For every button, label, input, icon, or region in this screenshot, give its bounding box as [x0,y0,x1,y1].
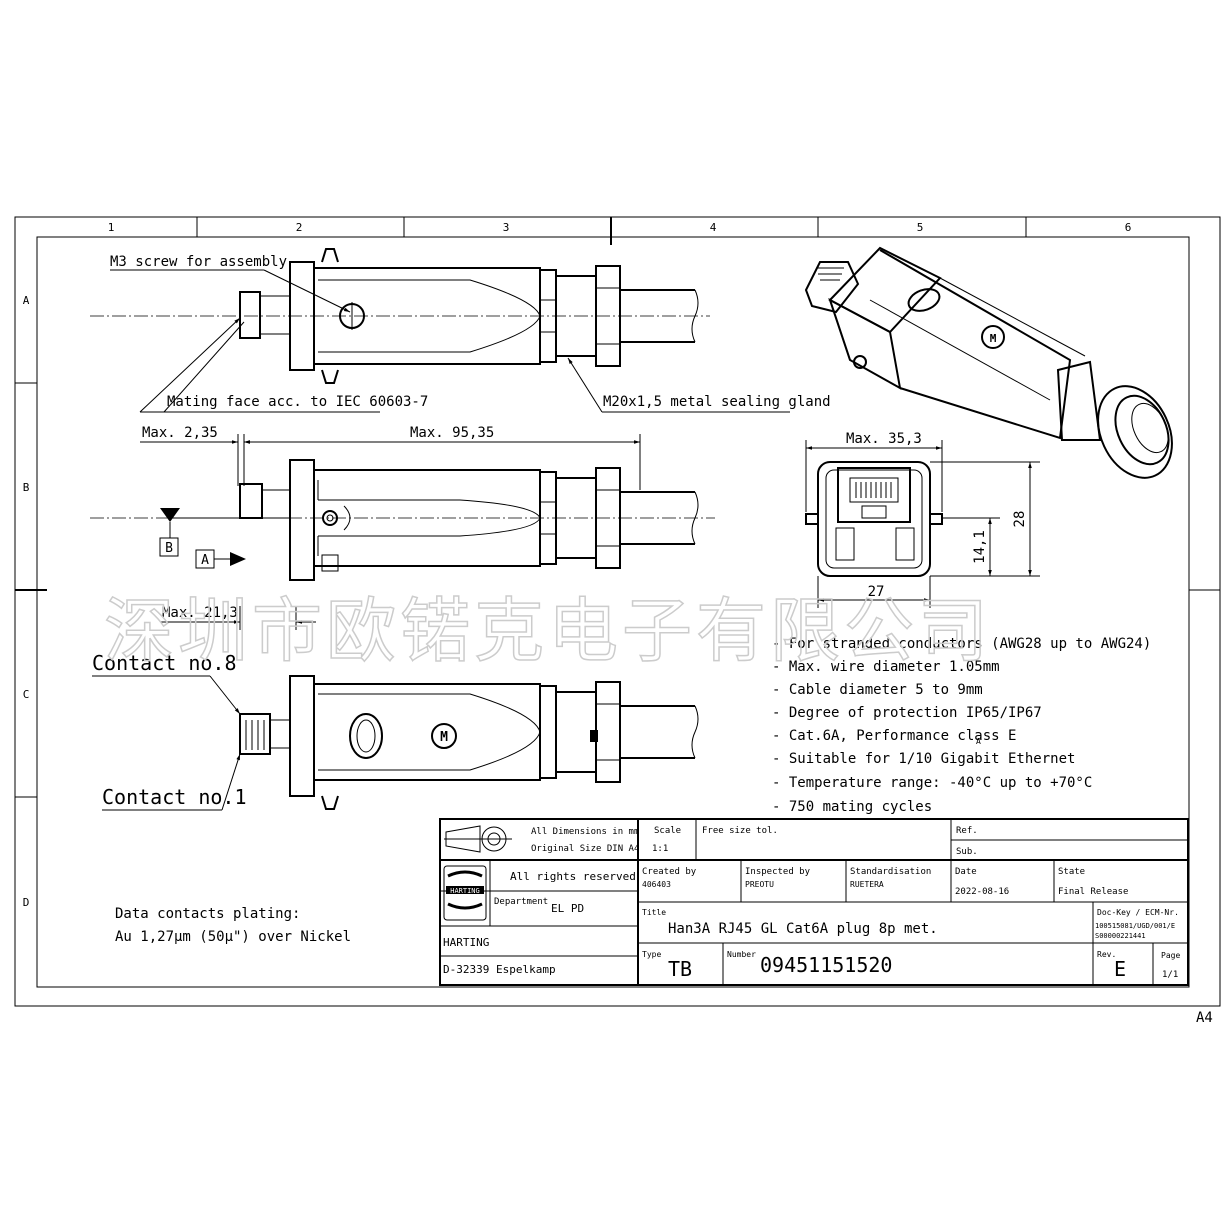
title-label: Title [642,908,666,917]
inspected-label: Inspected by [745,867,811,877]
date-label: Date [955,867,977,877]
feature-item: - Cable diameter 5 to 9mm [772,682,983,698]
page-value: 1/1 [1162,970,1178,980]
state-value: Final Release [1058,887,1128,897]
col-label: 2 [296,221,303,234]
dim-14-1: 14,1 [972,530,988,564]
feature-subscript: A [976,737,981,746]
created-value: 406403 [642,880,671,889]
standard-value: RUETERA [850,880,884,889]
col-label: 5 [917,221,924,234]
drawing-frame [14,216,1221,1007]
connector-view-top [90,248,710,384]
dim-27: 27 [868,584,885,600]
connector-view-isometric: M [804,246,1173,479]
row-label: D [23,896,30,909]
watermark-text: 深圳市欧锘克电子有限公司 [104,590,992,672]
dim-max-21-3: Max. 21,3 [162,605,238,621]
svg-text:M: M [440,730,448,745]
col-label: 4 [710,221,717,234]
annotation-contact-8: Contact no.8 [92,651,237,675]
leader-lines [92,269,790,811]
col-label: 1 [108,221,115,234]
annotation-screw: M3 screw for assembly [110,254,287,270]
feature-list: - For stranded conductors (AWG28 up to A… [772,636,1151,815]
inspected-value: PREOTU [745,880,774,889]
tolerance: Free size tol. [702,826,778,836]
annotation-gland: M20x1,5 metal sealing gland [603,394,831,410]
plating-title: Data contacts plating: [115,906,300,922]
dimension-lines: B A [140,434,1040,630]
dim-max-95-35: Max. 95,35 [410,425,494,441]
type-label: Type [642,950,661,959]
feature-item: - Temperature range: -40°C up to +70°C [772,775,1092,791]
feature-item: - Degree of protection IP65/IP67 [772,705,1042,721]
row-label: A [23,294,30,307]
annotation-contact-1: Contact no.1 [102,785,247,809]
annotations: M3 screw for assembly Mating face acc. t… [92,254,1028,945]
datum-a: A [201,553,209,568]
scale-label: Scale [654,826,681,836]
standard-label: Standardisation [850,867,931,877]
ref-label: Ref. [956,826,978,836]
feature-item: - Suitable for 1/10 Gigabit Ethernet [772,751,1075,767]
connector-view-front [805,461,943,577]
dim-28: 28 [1012,511,1028,528]
col-label: 3 [503,221,510,234]
department-label: Department [494,897,548,907]
datum-b: B [165,541,173,556]
row-label: C [23,688,30,701]
title-value: Han3A RJ45 GL Cat6A plug 8p met. [668,921,938,937]
title-block: HARTING All Dimensions in mm Original Si… [439,818,1189,986]
rev-value: E [1114,957,1126,981]
original-size: Original Size DIN A4 [531,844,639,854]
page-label: Page [1161,951,1180,960]
feature-item: - Cat.6A, Performance class E [772,728,1016,744]
col-label: 6 [1125,221,1132,234]
annotation-mating-face: Mating face acc. to IEC 60603-7 [167,394,428,410]
dimensions-note: All Dimensions in mm [531,827,639,837]
scale-value: 1:1 [652,844,668,854]
feature-item: - 750 mating cycles [772,799,932,815]
type-value: TB [668,957,692,981]
grid-labels: 1 2 3 4 5 6 A B C D A4 [23,221,1213,1026]
state-label: State [1058,867,1085,877]
date-value: 2022-08-16 [955,887,1009,897]
dockey-line2: S00000221441 [1095,932,1146,940]
number-value: 09451151520 [760,953,892,977]
dim-max-2-35: Max. 2,35 [142,425,218,441]
number-label: Number [727,950,756,959]
created-label: Created by [642,867,697,877]
department-value: EL PD [551,902,584,915]
plating-value: Au 1,27µm (50µ") over Nickel [115,929,351,945]
rights: All rights reserved [510,870,636,883]
connector-view-bottom: M [239,675,699,810]
format-mark: A4 [1196,1010,1213,1026]
dockey-line1: 100515081/UGD/001/E [1095,922,1175,930]
feature-item: - For stranded conductors (AWG28 up to A… [772,636,1151,652]
sub-label: Sub. [956,847,978,857]
harting-logo-icon [443,865,487,921]
dockey-label: Doc-Key / ECM-Nr. [1097,908,1179,917]
rev-label: Rev. [1097,950,1116,959]
dim-max-35-3: Max. 35,3 [846,431,922,447]
company: HARTING [443,936,489,949]
feature-item: - Max. wire diameter 1.05mm [772,659,1000,675]
row-label: B [23,481,30,494]
logo-text: HARTING [450,887,480,895]
connector-view-side [90,459,715,581]
svg-text:M: M [990,332,997,345]
address: D-32339 Espelkamp [443,963,556,976]
